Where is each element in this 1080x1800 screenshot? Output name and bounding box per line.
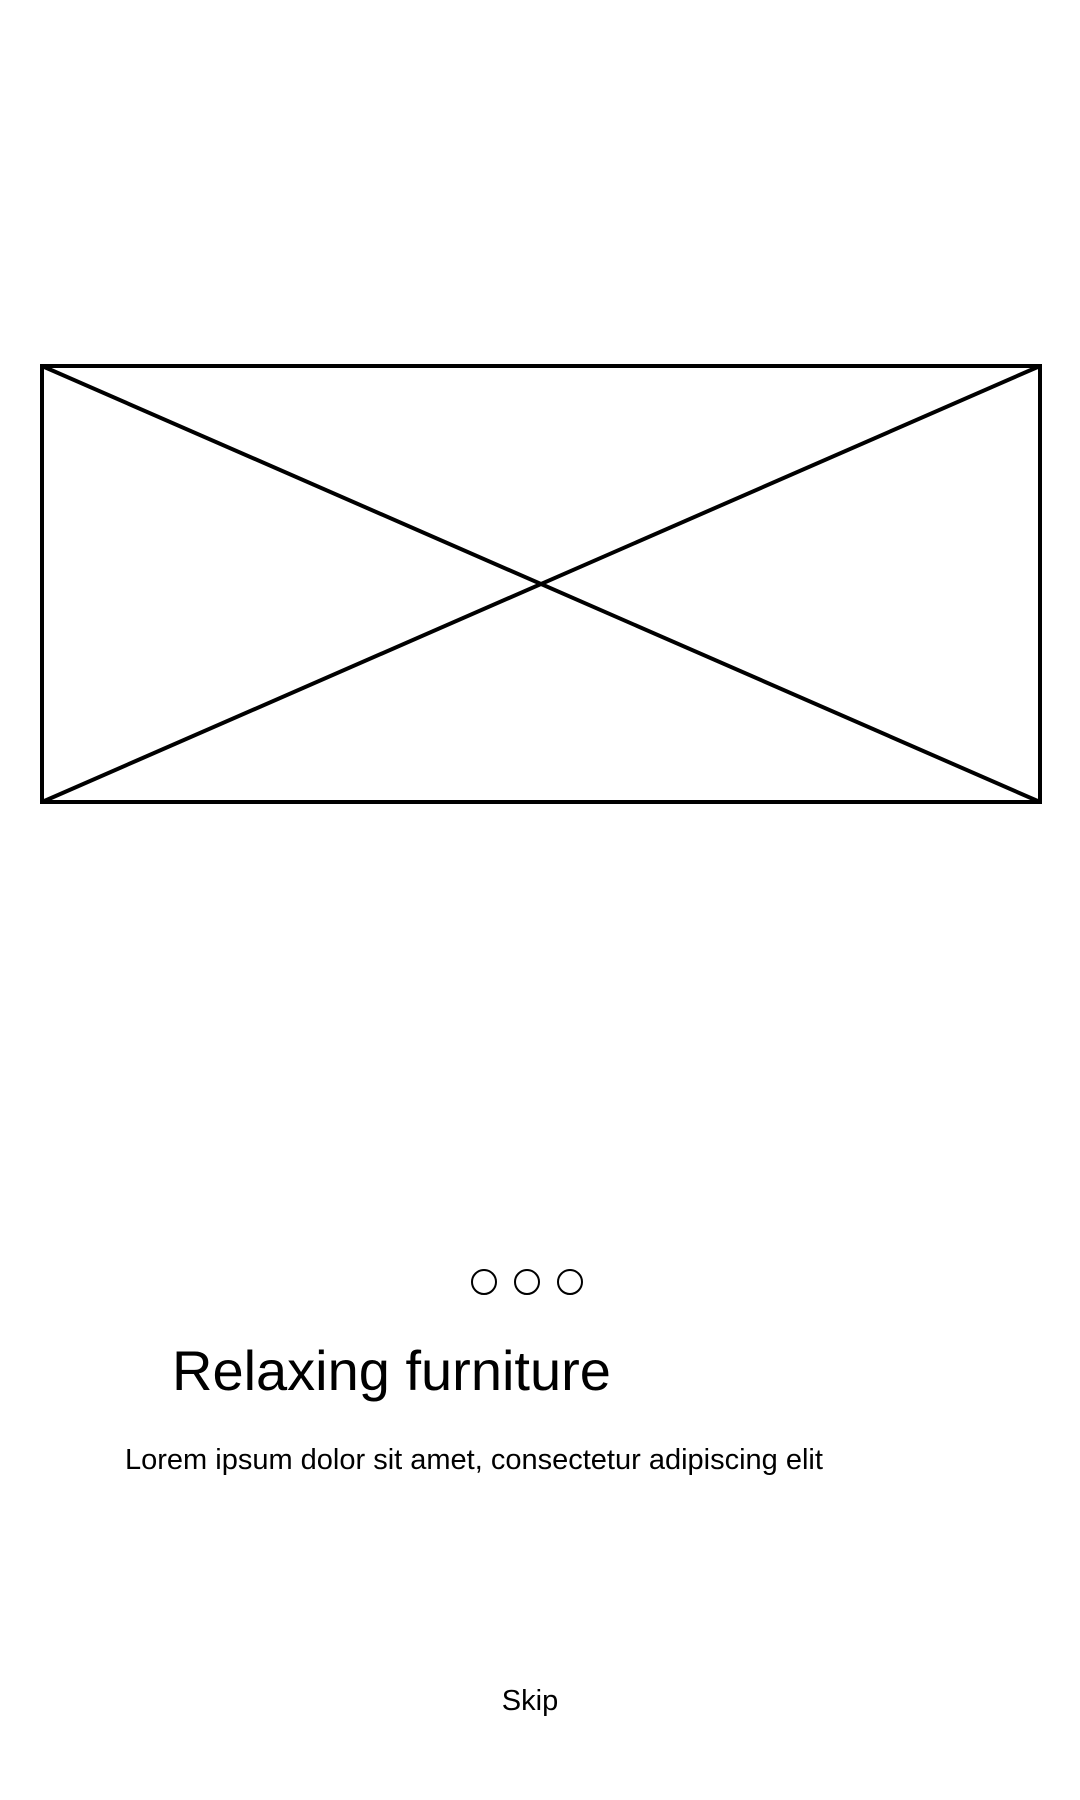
image-placeholder-icon (40, 364, 1042, 804)
onboarding-title: Relaxing furniture (172, 1339, 611, 1402)
skip-button[interactable]: Skip (480, 1676, 580, 1726)
page-dot-2[interactable] (514, 1269, 540, 1295)
hero-image-placeholder (40, 364, 1042, 804)
page-indicator (0, 1269, 1080, 1299)
page-dot-3[interactable] (557, 1269, 583, 1295)
onboarding-description: Lorem ipsum dolor sit amet, consectetur … (125, 1444, 823, 1476)
page-dot-1[interactable] (471, 1269, 497, 1295)
